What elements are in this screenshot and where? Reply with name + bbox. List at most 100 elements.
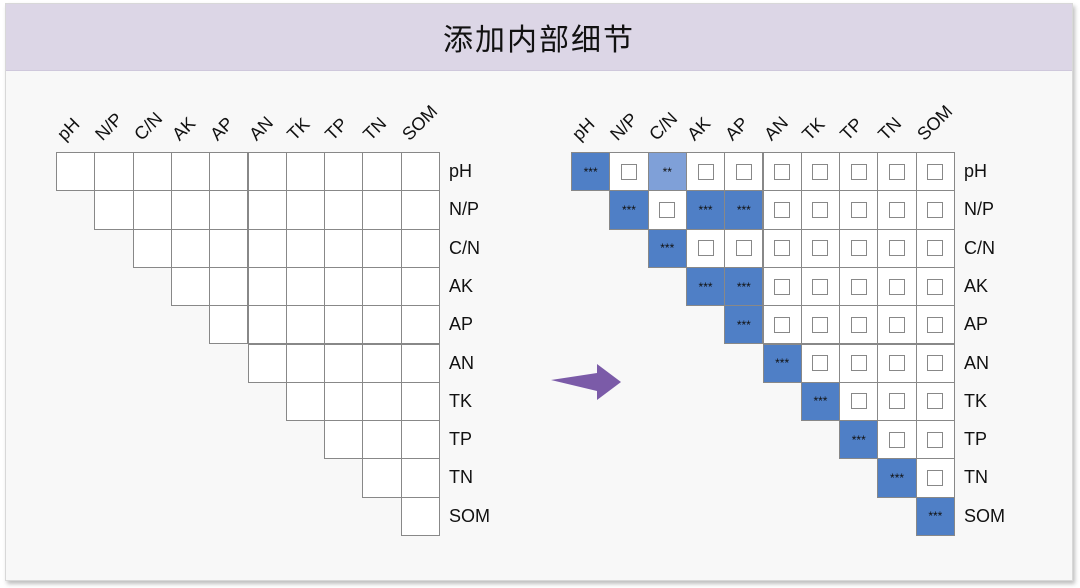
matrix-cell: *** <box>685 190 726 230</box>
empty-box-icon <box>889 201 906 218</box>
matrix-cell <box>170 152 211 192</box>
matrix-cell <box>877 190 917 230</box>
slide-title: 添加内部细节 <box>443 23 635 58</box>
empty-box-icon <box>927 393 944 410</box>
matrix-cell <box>285 228 326 268</box>
matrix-cell <box>800 152 841 192</box>
matrix-cell <box>915 381 955 422</box>
empty-box-icon <box>812 240 829 257</box>
matrix-cell: *** <box>571 152 611 192</box>
empty-box-icon <box>889 316 906 333</box>
matrix-cell <box>324 343 364 383</box>
matrix-cell <box>877 381 917 422</box>
matrix-cell <box>877 266 917 307</box>
matrix-cell <box>362 228 402 268</box>
matrix-cell <box>362 190 402 230</box>
empty-box-icon <box>812 316 829 333</box>
empty-box-icon <box>812 278 829 295</box>
matrix-cell: *** <box>647 228 687 268</box>
empty-box-icon <box>889 278 906 295</box>
matrix-cell <box>400 305 440 345</box>
empty-box-icon <box>889 355 906 372</box>
matrix-cell <box>362 305 402 345</box>
empty-box-icon <box>850 240 867 257</box>
matrix-cell <box>400 420 440 460</box>
matrix-cell <box>324 228 364 268</box>
matrix-cell <box>362 343 402 383</box>
matrix-cell <box>762 190 802 230</box>
matrix-cell <box>209 190 249 230</box>
matrix-cell <box>285 343 326 383</box>
empty-box-icon <box>889 393 906 410</box>
matrix-cell <box>285 266 326 307</box>
matrix-cell: *** <box>800 381 841 422</box>
empty-box-icon <box>812 355 829 372</box>
empty-box-icon <box>927 316 944 333</box>
matrix-cell <box>915 343 955 383</box>
matrix-cell <box>209 228 249 268</box>
matrix-cell <box>324 420 364 460</box>
matrix-cell <box>877 152 917 192</box>
row-label: TK <box>964 390 988 411</box>
matrix-cell: ** <box>647 152 687 192</box>
row-label: AP <box>964 314 989 335</box>
row-label: AK <box>449 275 474 296</box>
row-label: AK <box>964 275 989 296</box>
matrix-cell <box>877 420 917 460</box>
matrix-cell <box>800 343 841 383</box>
matrix-cell <box>839 190 879 230</box>
empty-box-icon <box>850 278 867 295</box>
matrix-cell <box>209 305 249 345</box>
matrix-cell <box>362 152 402 192</box>
matrix-cell <box>800 305 841 345</box>
empty-box-icon <box>889 431 906 448</box>
matrix-cell <box>800 266 841 307</box>
matrix-cell <box>209 266 249 307</box>
matrix-cell <box>400 381 440 422</box>
matrix-cell <box>877 305 917 345</box>
matrix-cell <box>324 381 364 422</box>
matrix-cell <box>170 190 211 230</box>
matrix-cell <box>839 343 879 383</box>
row-label: SOM <box>449 505 491 526</box>
row-label: TN <box>449 467 473 488</box>
matrix-cell <box>724 228 764 268</box>
empty-box-icon <box>927 355 944 372</box>
matrix-cell <box>800 228 841 268</box>
significance-label: *** <box>736 202 751 217</box>
empty-box-icon <box>774 163 791 180</box>
matrix-cell <box>247 305 287 345</box>
empty-box-icon <box>889 240 906 257</box>
matrix-cell <box>247 152 287 192</box>
matrix-cell <box>247 228 287 268</box>
title-bar: 添加内部细节 <box>6 4 1072 71</box>
matrix-cell <box>762 152 802 192</box>
empty-box-icon <box>774 278 791 295</box>
matrix-cell <box>94 152 134 192</box>
significance-label: *** <box>698 279 713 294</box>
matrix-cell <box>324 190 364 230</box>
matrix-cell <box>762 228 802 268</box>
row-label: TK <box>449 390 473 411</box>
empty-box-icon <box>659 201 676 218</box>
matrix-cell <box>209 152 249 192</box>
matrix-cell: *** <box>724 190 764 230</box>
matrix-cell: *** <box>685 266 726 307</box>
matrix-cell <box>915 152 955 192</box>
empty-box-icon <box>927 201 944 218</box>
empty-box-icon <box>812 163 829 180</box>
empty-box-icon <box>927 470 944 487</box>
matrix-cell <box>132 190 172 230</box>
empty-box-icon <box>927 163 944 180</box>
row-label: AP <box>449 314 474 335</box>
row-label: SOM <box>964 505 1006 526</box>
matrix-cell <box>685 152 726 192</box>
significance-label: *** <box>851 432 866 447</box>
significance-label: *** <box>775 356 790 371</box>
matrix-cell <box>247 343 287 383</box>
empty-box-icon <box>812 201 829 218</box>
significance-label: *** <box>698 202 713 217</box>
row-label: pH <box>964 161 988 181</box>
row-label: N/P <box>964 199 995 220</box>
matrix-cell <box>915 458 955 498</box>
